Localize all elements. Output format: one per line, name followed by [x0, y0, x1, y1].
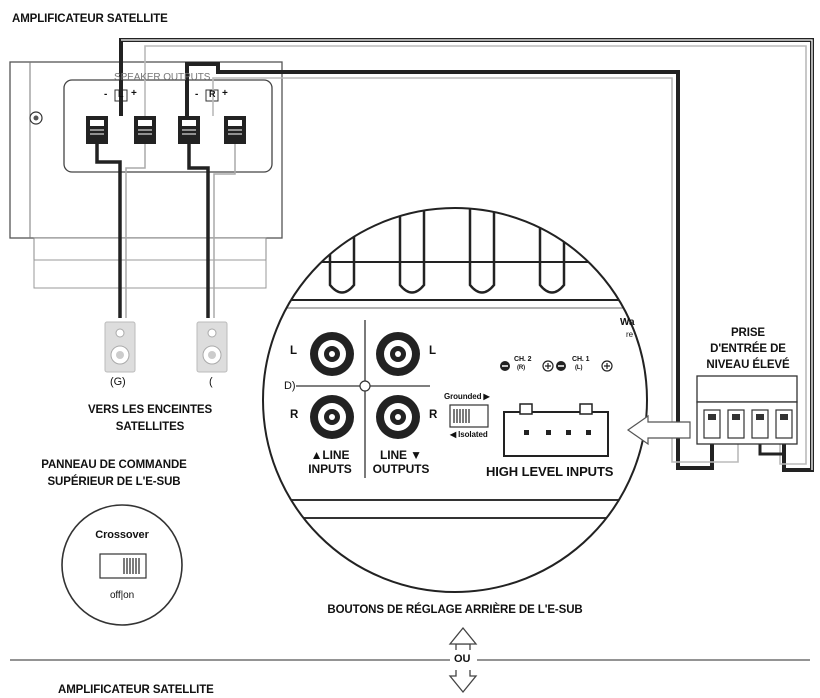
crossover-switch[interactable]: [99, 553, 147, 579]
high-level-plug: [696, 375, 798, 445]
boutons-label: BOUTONS DE RÉGLAGE ARRIÈRE DE L'E-SUB: [327, 604, 583, 616]
panneau-line2: SUPÉRIEUR DE L'E-SUB: [47, 476, 181, 488]
speaker-outputs-label: SPEAKER OUTPUTS: [114, 72, 211, 83]
panneau-line1: PANNEAU DE COMMANDE: [41, 459, 187, 471]
arrow-icon: [626, 414, 691, 446]
high-level-inputs-label: HIGH LEVEL INPUTS: [486, 464, 614, 479]
crossover-panel: [61, 504, 183, 626]
rear-panel-zoom: [262, 207, 648, 593]
high-level-wires: [119, 38, 814, 472]
terminal-L-minus: [86, 116, 108, 144]
rca-line-input-R[interactable]: [310, 395, 354, 439]
d-label: D): [284, 380, 296, 392]
prise-line2: D'ENTRÉE DE: [710, 343, 786, 355]
amp-minus-L: -: [104, 89, 108, 100]
vers-enceintes-line1: VERS LES ENCEINTES: [87, 404, 213, 416]
wa-label: Wa: [620, 317, 635, 328]
high-level-connector[interactable]: [503, 403, 609, 457]
rca-line-input-L[interactable]: [310, 332, 354, 376]
line-R-label: R: [290, 409, 299, 421]
prise-line1: PRISE: [730, 327, 765, 339]
speaker-left: [104, 321, 136, 373]
line-L-label: L: [290, 345, 297, 357]
ou-label: OU: [454, 653, 471, 665]
speaker-right: [196, 321, 228, 373]
line-R2-label: R: [429, 409, 438, 421]
ch2-label: CH. 2: [514, 356, 532, 363]
amp-minus-R: -: [195, 89, 199, 100]
line-L2-label: L: [429, 345, 436, 357]
grounded-label: Grounded ▶: [444, 392, 490, 401]
prise-line3: NIVEAU ÉLEVÉ: [706, 359, 790, 371]
ground-switch[interactable]: [449, 404, 489, 428]
double-arrow-icon: [448, 626, 478, 694]
speaker-right-label: (: [209, 376, 213, 388]
vers-enceintes-line2: SATELLITES: [115, 421, 185, 433]
crossover-label: Crossover: [95, 529, 149, 541]
isolated-label: ◀ Isolated: [450, 430, 488, 439]
ch2-sub-label: (R): [517, 365, 526, 371]
line-inputs-label-2: INPUTS: [308, 462, 352, 476]
ch1-label: CH. 1: [572, 356, 590, 363]
amp-plus-R: +: [222, 88, 228, 99]
amp-R-label: R: [209, 89, 216, 99]
rca-line-output-R[interactable]: [376, 395, 420, 439]
terminal-R-plus: [224, 116, 246, 144]
amp-L-label: L: [118, 89, 124, 99]
line-outputs-label-2: OUTPUTS: [372, 462, 430, 476]
ch1-sub-label: (L): [575, 365, 583, 371]
amp-plus-L: +: [131, 88, 137, 99]
amplifier: [9, 61, 283, 289]
re-label: re: [626, 330, 633, 339]
amp-bottom-title: AMPLIFICATEUR SATELLITE: [58, 684, 214, 696]
speaker-output-panel: [63, 79, 273, 173]
speaker-wires: [95, 144, 236, 318]
amp-top-title: AMPLIFICATEUR SATELLITE: [12, 13, 168, 25]
line-inputs-label-1: ▲LINE: [310, 448, 350, 462]
speaker-left-label: (G): [110, 376, 126, 388]
terminal-R-minus: [178, 116, 200, 144]
line-outputs-label-1: LINE ▼: [380, 448, 422, 462]
polarity-icons: [500, 360, 613, 372]
offon-label: off|on: [109, 590, 135, 601]
terminal-L-plus: [134, 116, 156, 144]
rca-line-output-L[interactable]: [376, 332, 420, 376]
